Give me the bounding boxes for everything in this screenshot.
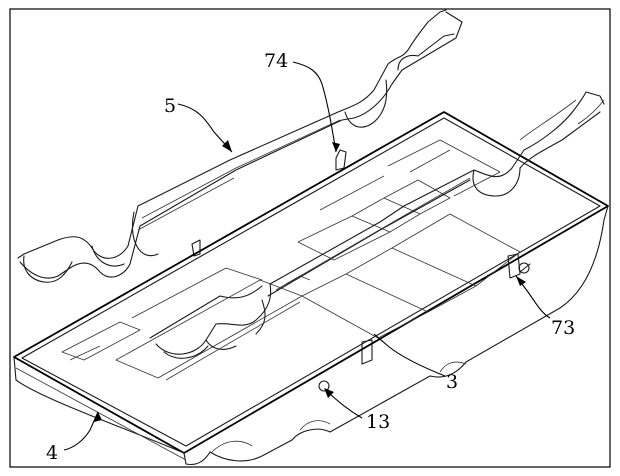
label-3: 3 xyxy=(446,371,458,393)
tray-body xyxy=(13,111,609,466)
label-5: 5 xyxy=(164,95,176,117)
label-74: 74 xyxy=(264,50,288,72)
leader-lines xyxy=(63,61,551,451)
leader-73 xyxy=(515,275,551,319)
upper-saddle-rail xyxy=(17,9,463,283)
leader-74 xyxy=(292,61,337,153)
leader-3 xyxy=(373,333,446,377)
clip-13 xyxy=(318,339,373,392)
label-4: 4 xyxy=(46,442,58,464)
leader-5 xyxy=(177,103,233,153)
tray-floor xyxy=(61,139,521,381)
clip-73 xyxy=(507,253,531,279)
leader-4 xyxy=(63,411,99,451)
inner-saddle-3 xyxy=(149,91,605,359)
figure-frame xyxy=(9,8,611,468)
label-13: 13 xyxy=(366,411,390,433)
hook-74 xyxy=(335,149,347,171)
label-73: 73 xyxy=(551,317,575,339)
